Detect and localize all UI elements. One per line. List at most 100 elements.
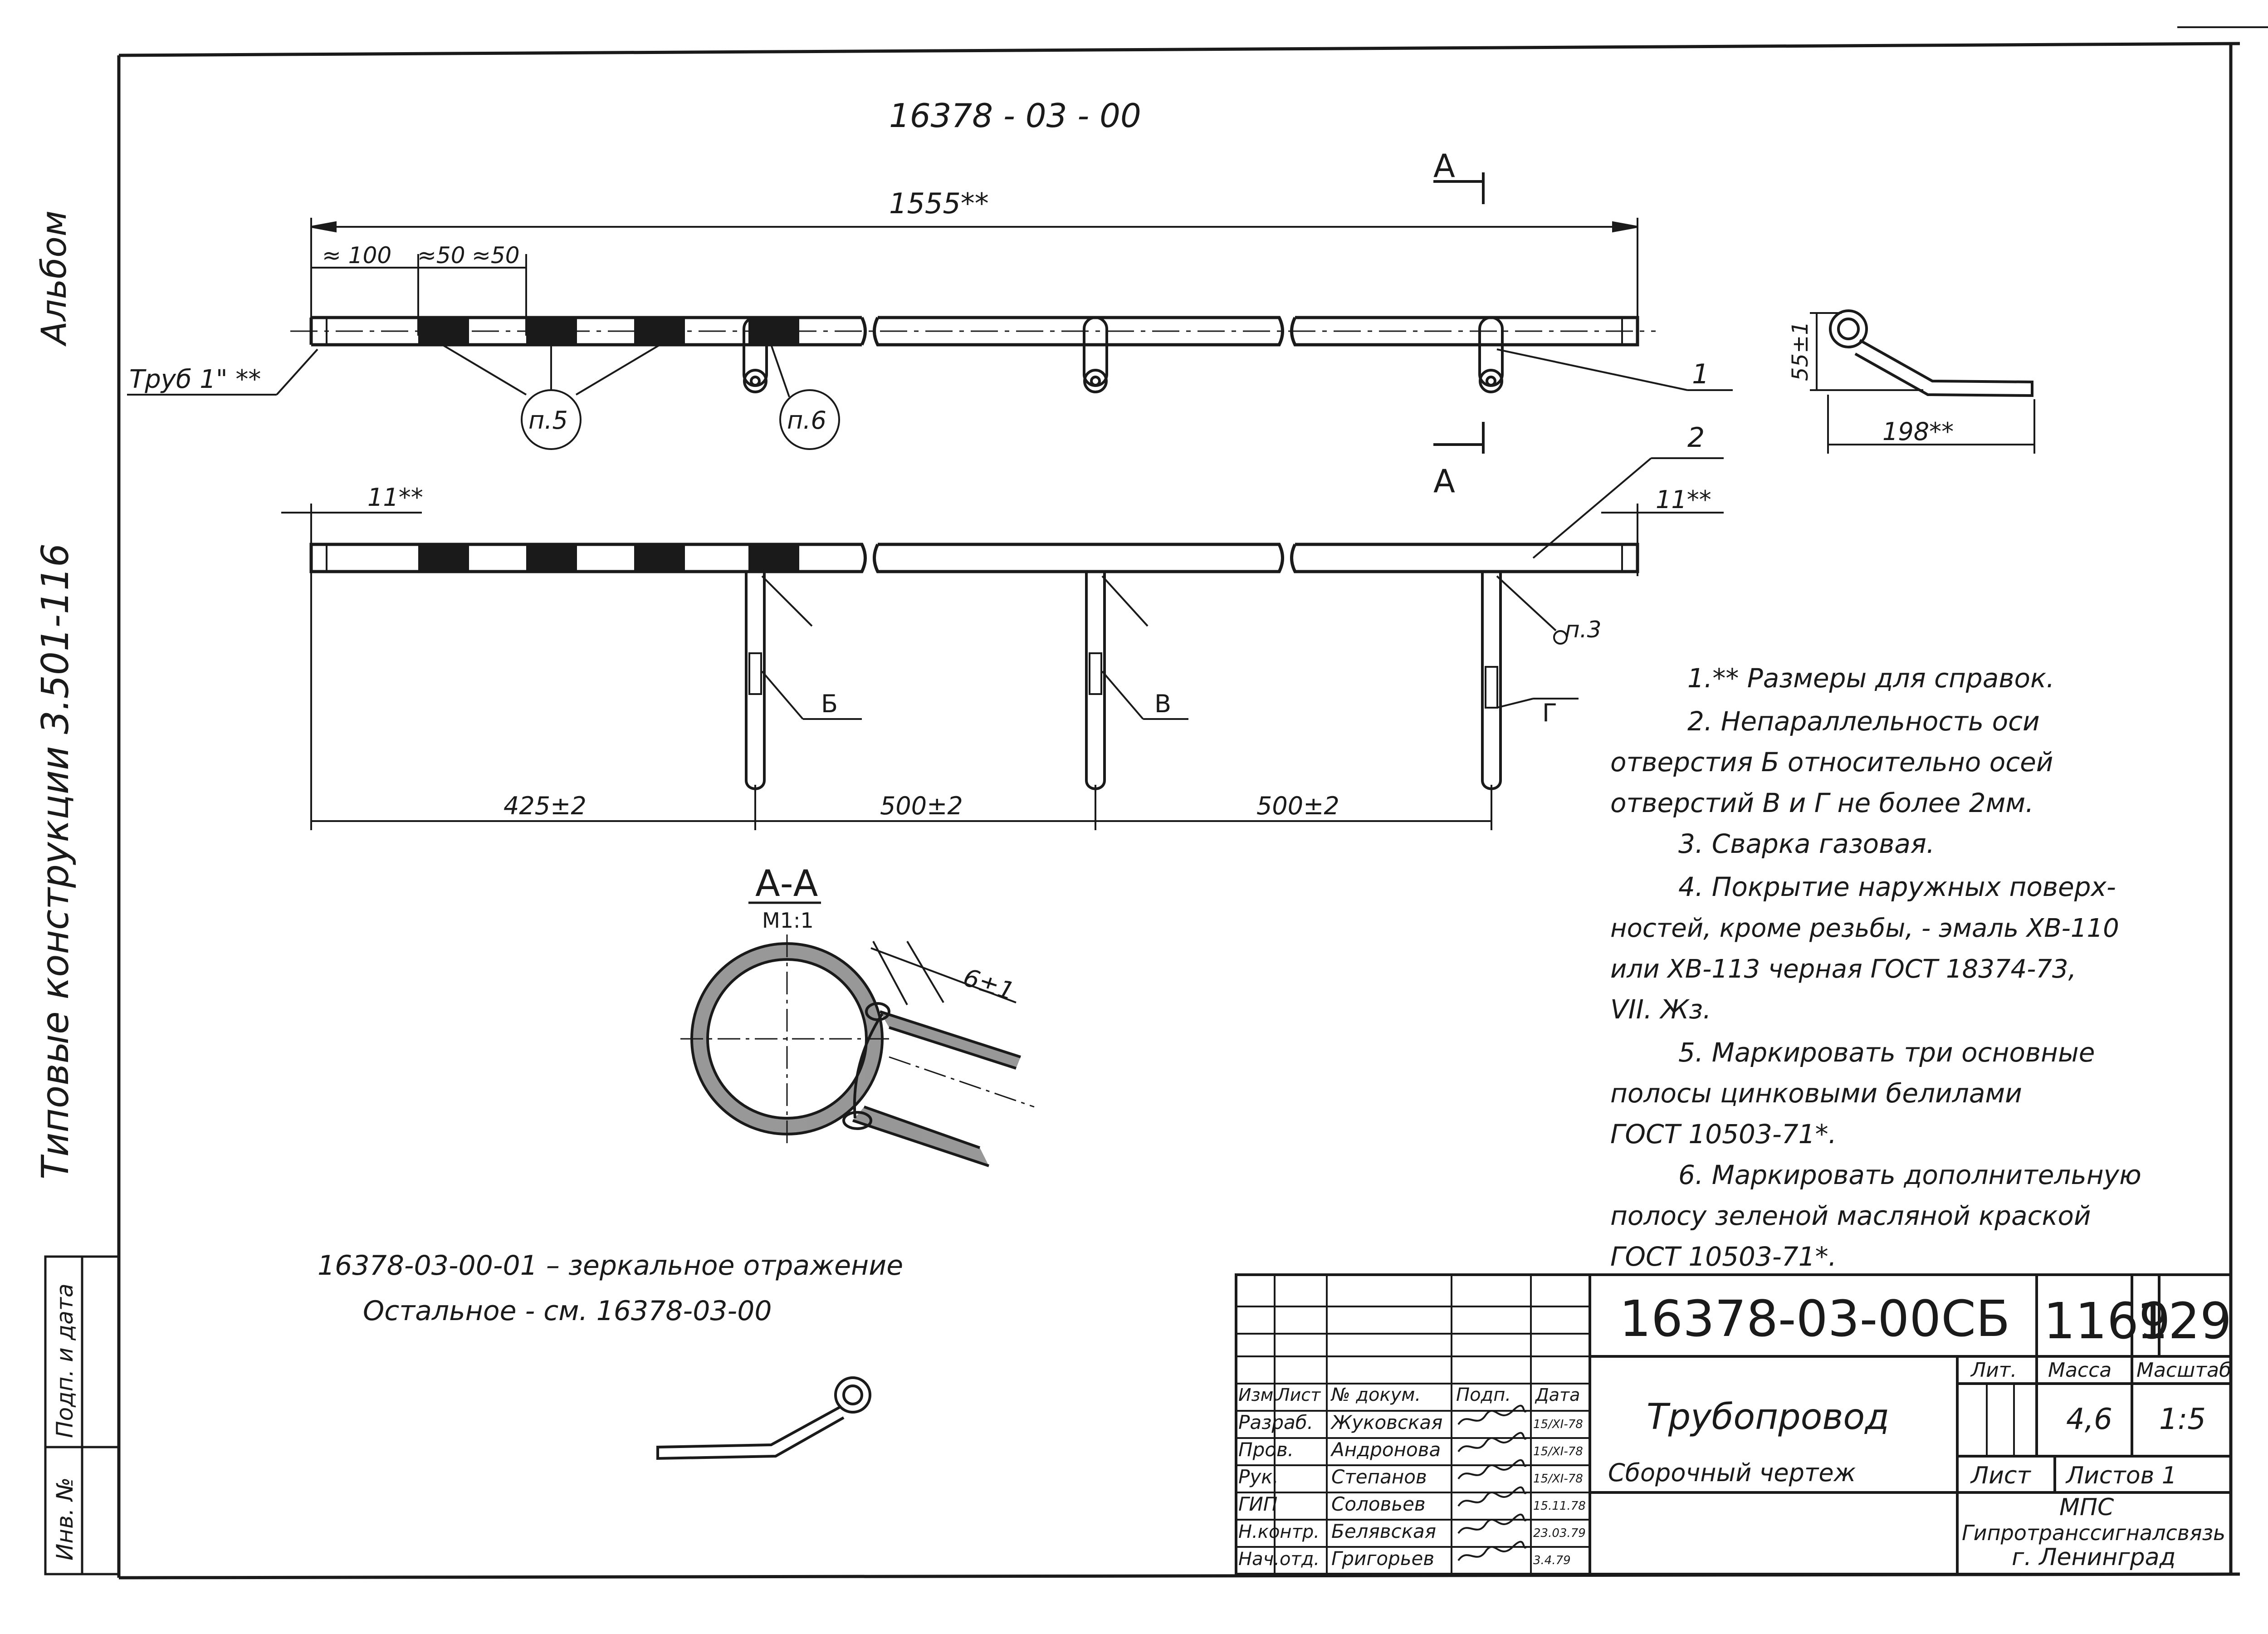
technical-notes: 1.** Размеры для справок. 2. Непараллель… [1610,663,2141,1272]
dim-500b: 500±2 [1256,792,1339,820]
dim-11-left: 11** [367,483,423,512]
header-izm: Изм. [1238,1385,1279,1405]
role-label: Нач.отд. [1238,1549,1320,1570]
marking-stripe [526,319,577,343]
sheet-code-b: 129 [2136,1292,2232,1350]
role-name: Степанов [1331,1466,1427,1488]
scale-value: 1:5 [2159,1403,2206,1436]
sheet-label: Лист [1970,1462,2031,1489]
org-line2: Гипротранссигналсвязь [1962,1521,2225,1545]
dim-1555: 1555** [889,187,989,220]
note-line: ГОСТ 10503-71*. [1610,1119,1837,1150]
label-b: Б [821,690,838,718]
section-a-a: А-А М1:1 6±1 [680,862,1035,1167]
role-label: Пров. [1238,1438,1294,1461]
dim-11-right: 11** [1656,485,1711,514]
label-g: Г [1542,699,1557,727]
drawing-name: Трубопровод [1647,1397,1889,1438]
role-name: Белявская [1331,1520,1436,1542]
doc-type: Сборочный чертеж [1608,1458,1856,1487]
header-mass: Масса [2048,1359,2112,1382]
label-v: В [1154,690,1171,718]
header-data: Дата [1535,1385,1580,1405]
top-drawing-number: 16378 - 03 - 00 [889,97,1141,135]
sheet-code-a: 1169 [2043,1292,2170,1350]
role-label: Рук. [1238,1466,1279,1488]
doc-number: 16378-03-00СБ [1619,1290,2010,1348]
note-line: 2. Непараллельность оси [1687,706,2040,737]
title-block: 16378-03-00СБ 1169 129 Трубопровод Сборо… [1235,1273,2232,1575]
org-line1: МПС [2059,1494,2114,1521]
note-line: ностей, кроме резьбы, - эмаль ХВ-110 [1610,914,2119,943]
org-line3: г. Ленинград [2012,1544,2175,1571]
role-date: 15/XI-78 [1533,1445,1583,1458]
role-date: 23.03.79 [1533,1526,1586,1540]
left-strip-sign: Подп. и дата [52,1283,78,1438]
dim-50a: ≈50 [417,242,465,269]
dim-6: 6±1 [960,963,1018,1006]
role-label: Разраб. [1238,1411,1313,1433]
role-label: Н.контр. [1238,1521,1320,1542]
note-p3: п.3 [1565,616,1601,643]
marking-stripe-green [748,546,799,570]
top-view: 1555** ≈ 100 ≈50 ≈50 [127,147,1733,500]
dim-50b: ≈50 [472,242,520,269]
marking-stripe-green [748,319,799,343]
marking-stripe [634,546,685,570]
section-mark-a-bottom: А [1433,463,1455,500]
marking-stripe [418,319,469,343]
note-line: отверстия Б относительно осей [1610,747,2053,778]
position-1: 1 [1692,358,1709,390]
note-line: 5. Маркировать три основные [1678,1037,2095,1068]
note-line: 4. Покрытие наружных поверх- [1678,871,2116,902]
note-line: 6. Маркировать дополнительную [1678,1159,2141,1190]
header-list: Лист [1276,1385,1321,1405]
mirror-note-line2: Остальное - см. 16378-03-00 [363,1295,772,1327]
signatures [1457,1404,1527,1561]
marking-stripe [418,546,469,570]
header-lit: Лит. [1970,1359,2017,1382]
note-line: отверстий В и Г не более 2мм. [1610,788,2034,818]
end-detail-view: 55±1 198** [1788,309,2035,454]
role-date: 15/XI-78 [1533,1418,1583,1431]
side-album-label: Альбом [34,210,74,347]
role-date: 15/XI-78 [1533,1472,1583,1486]
role-name: Соловьев [1331,1493,1426,1515]
note-line: полосы цинковыми белилами [1610,1078,2022,1109]
dim-55: 55±1 [1788,321,1813,381]
role-date: 15.11.78 [1533,1499,1586,1513]
header-scale: Масштаб [2136,1359,2231,1382]
dim-198: 198** [1882,417,1954,446]
left-strip [44,1255,120,1575]
role-name: Жуковская [1330,1411,1442,1433]
header-podp: Подп. [1456,1384,1511,1405]
section-mark-a-top: А [1433,147,1455,185]
pipe-label: Труб 1" ** [129,365,261,394]
note-line: или ХВ-113 черная ГОСТ 18374-73, [1610,954,2076,984]
note-line: VII. Жз. [1610,994,1711,1025]
role-name: Григорьев [1331,1547,1434,1570]
mirror-note-line1: 16378-03-00-01 – зеркальное отражение [318,1250,903,1282]
note-line: ГОСТ 10503-71*. [1610,1241,1837,1272]
dim-500a: 500±2 [880,792,963,820]
callout-p6[interactable]: п.6 [787,406,826,435]
left-strip-inv: Инв. № [52,1477,78,1561]
position-2: 2 [1687,422,1705,454]
header-ndoc: № докум. [1330,1384,1421,1405]
role-date: 3.4.79 [1533,1554,1571,1567]
note-line: 3. Сварка газовая. [1678,828,1935,859]
note-line: полосу зеленой масляной краской [1610,1200,2091,1231]
side-view: 11** 11** 2 [281,422,1724,830]
sheets-label: Листов 1 [2065,1462,2177,1489]
side-series-label: Типовые конструкции 3.501-116 [34,543,77,1179]
mirror-sketch [656,1376,871,1460]
mass-value: 4,6 [2066,1403,2112,1436]
dim-100: ≈ 100 [322,242,391,269]
dim-425: 425±2 [503,792,587,820]
marking-stripe [634,319,685,343]
marking-stripe [526,546,577,570]
section-title: А-А [755,862,818,905]
role-label: ГИП [1238,1493,1277,1515]
callout-p5[interactable]: п.5 [528,406,568,435]
